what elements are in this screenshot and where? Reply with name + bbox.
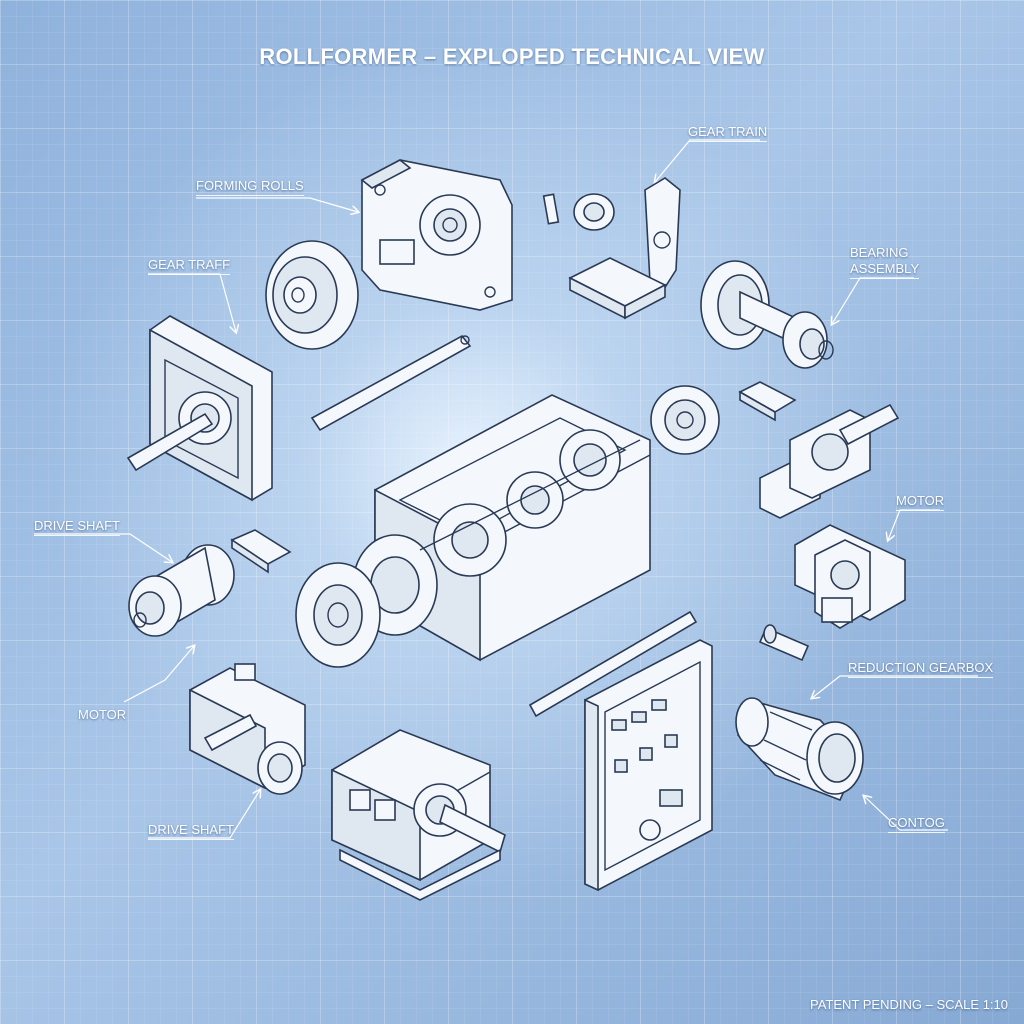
reduction-gearbox-cylinder: [735, 697, 864, 802]
gear-housing-left: [126, 315, 273, 502]
label-forming-rolls: FORMING ROLLS: [196, 178, 304, 196]
diagram-title: ROLLFORMER – EXPLOPED TECHNICAL VIEW: [259, 44, 765, 69]
main-frame-assembly: [295, 385, 720, 668]
control-panel: [584, 639, 713, 892]
label-motor-right: MOTOR: [896, 493, 945, 511]
label-reduction-gearbox: REDUCTION GEARBOX: [848, 660, 994, 678]
slide-block: [568, 257, 667, 320]
label-drive-shaft-bottom: DRIVE SHAFT: [148, 822, 234, 840]
label-bearing: BEARING: [850, 245, 909, 260]
label-drive-shaft-left: DRIVE SHAFT: [34, 518, 120, 536]
bearing-assembly: [700, 260, 834, 369]
label-motor-left: MOTOR: [78, 707, 127, 722]
long-shaft-lower: [528, 610, 698, 718]
gearbox-bottom-left: [189, 663, 306, 795]
drive-shaft-coupling: [128, 544, 235, 637]
forming-roll-disc: [265, 240, 359, 350]
label-control: CONTOG: [888, 815, 945, 833]
footer-note: PATENT PENDING – SCALE 1:10: [810, 997, 1008, 1012]
bearing-block-right: [759, 403, 900, 519]
small-plates: [230, 381, 797, 574]
label-gear-traff: GEAR TRAFF: [148, 257, 231, 275]
thin-shaft-upper: [310, 334, 472, 432]
label-assembly: ASSEMBLY: [850, 261, 920, 279]
forming-rolls-housing: [360, 159, 513, 311]
gear-train-small-parts: [542, 177, 681, 294]
small-bolt: [758, 624, 810, 662]
label-gear-train: GEAR TRAIN: [688, 124, 768, 142]
gear-unit-bottom: [331, 729, 506, 901]
motor-right-part: [794, 524, 906, 629]
